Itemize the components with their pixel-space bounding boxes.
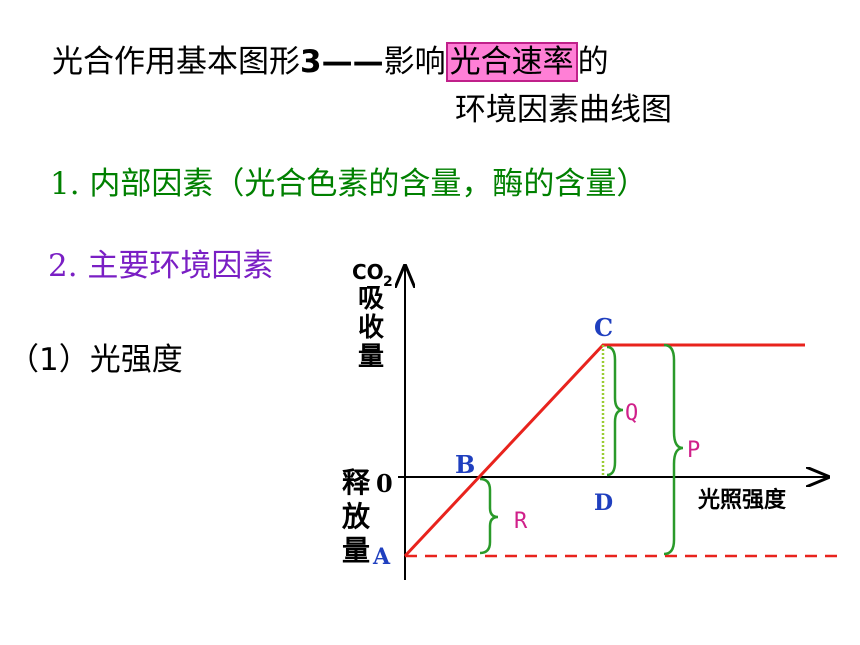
y-label-co: CO — [352, 260, 384, 284]
label-q: Q — [625, 401, 638, 426]
point-internal-factors: 1. 内部因素（光合色素的含量，酶的含量） — [50, 166, 648, 202]
y-label-absorb-3: 量 — [358, 342, 384, 372]
y-label-absorb-2: 收 — [358, 313, 384, 343]
label-p: P — [687, 438, 700, 463]
y-label-release-1: 释 — [342, 466, 371, 499]
label-r: R — [514, 509, 528, 534]
title-line-2: 环境因素曲线图 — [455, 92, 672, 128]
y-label-release-3: 量 — [342, 534, 370, 567]
brace-q — [606, 345, 624, 477]
point-d-label: D — [594, 490, 613, 516]
x-axis-label: 光照强度 — [697, 487, 787, 513]
title-part-3: 的 — [577, 44, 609, 80]
point-environmental-factors: 2. 主要环境因素 — [48, 248, 274, 284]
zero-label: 0 — [376, 469, 393, 498]
title-part-2: 影响 — [383, 44, 446, 80]
y-label-release-2: 放 — [341, 500, 371, 533]
title-number: 3—— — [300, 44, 384, 80]
title-part-1: 光合作用基本图形 — [52, 44, 300, 80]
y-label-subscript: 2 — [383, 274, 393, 290]
brace-p — [663, 343, 684, 556]
title-highlight: 光合速率 — [445, 42, 578, 82]
subitem-light-intensity: （1）光强度 — [8, 342, 183, 378]
point-c-label: C — [594, 313, 613, 342]
point-a-label: A — [372, 544, 391, 570]
point-b-label: B — [455, 450, 475, 479]
y-label-absorb-1: 吸 — [358, 284, 384, 314]
title-line-1: 光合作用基本图形3——影响光合速率的 — [52, 36, 609, 82]
brace-r — [479, 477, 499, 555]
